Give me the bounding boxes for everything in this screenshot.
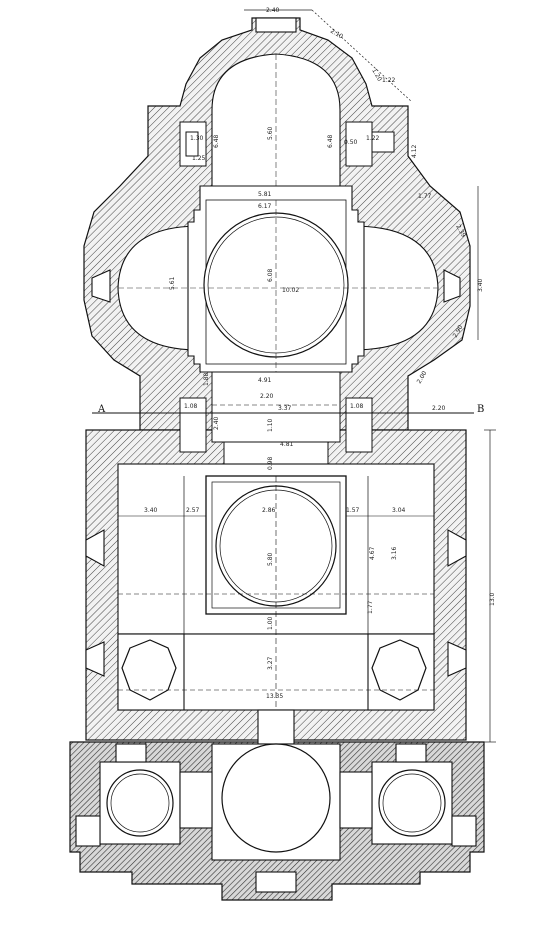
dim-apse-side-left: 6.48 bbox=[213, 134, 220, 148]
dim-right-seg-e: 2.00 bbox=[416, 370, 429, 385]
dim-main-dome: 2.86 bbox=[262, 507, 276, 514]
dim-niche-right: 0.50 bbox=[344, 139, 358, 146]
dim-main-right-b: 3.04 bbox=[392, 507, 406, 514]
dim-main-right: 1.57 bbox=[346, 507, 360, 514]
overall-dimension-line bbox=[244, 9, 496, 743]
dim-lobe-left: 5.61 bbox=[169, 276, 176, 290]
dim-overall-right: 13.0 bbox=[489, 592, 496, 606]
dim-niche-left-a: 1.30 bbox=[190, 135, 204, 142]
dim-main-vert-c: 5.80 bbox=[267, 552, 274, 566]
dim-niche-left-b: 1.25 bbox=[192, 155, 206, 162]
narthex bbox=[75, 743, 477, 893]
section-line: A B bbox=[92, 404, 484, 415]
dim-right-seg-a: 1.77 bbox=[418, 193, 432, 200]
dim-square1-inner: 6.17 bbox=[258, 203, 272, 210]
dim-main-left-b: 2.57 bbox=[186, 507, 200, 514]
dim-square1-top: 5.81 bbox=[258, 191, 272, 198]
dim-main-low-c: 3.27 bbox=[267, 656, 274, 670]
section-label-b: B bbox=[477, 404, 484, 415]
dim-main-left: 3.40 bbox=[144, 507, 158, 514]
dim-main-vert-r2: 3.16 bbox=[391, 546, 398, 560]
dim-apse-width: 2.40 bbox=[266, 7, 280, 14]
dim-bridge-left: 1.88 bbox=[203, 372, 210, 386]
apse-interior bbox=[211, 17, 341, 187]
dim-main-low-r: 1.77 bbox=[367, 600, 374, 614]
dim-bridge-b: 2.20 bbox=[260, 393, 274, 400]
dim-niche-right-b: 1.22 bbox=[366, 135, 380, 142]
dim-main-low: 1.00 bbox=[267, 616, 274, 630]
dim-bridge-vert2: 1.10 bbox=[267, 418, 274, 432]
dim-main-mid: 0.98 bbox=[267, 456, 274, 470]
dim-dome1-vertical: 6.08 bbox=[267, 268, 274, 282]
dim-apse-depth: 5.60 bbox=[267, 126, 274, 140]
dim-right-low: 2.20 bbox=[432, 405, 446, 412]
dim-apse-right-side: 4.12 bbox=[411, 144, 418, 158]
apse-side-niches bbox=[179, 121, 395, 167]
dim-bridge-a: 4.91 bbox=[258, 377, 272, 384]
dim-right-seg-c: 3.40 bbox=[477, 278, 484, 292]
dim-main-vert-r: 4.67 bbox=[369, 546, 376, 560]
main-nave bbox=[85, 463, 467, 745]
dim-dome1-diam: 10.02 bbox=[282, 287, 299, 294]
dim-main-bottom: 13.35 bbox=[266, 693, 283, 700]
dim-bridge-vert: 2.40 bbox=[213, 416, 220, 430]
dim-bridge-inner: 3.37 bbox=[278, 405, 292, 412]
dim-main-top: 4.81 bbox=[280, 441, 294, 448]
dim-apse-right-offset: 1.22 bbox=[382, 77, 396, 84]
dim-bridge-side-l: 1.08 bbox=[184, 403, 198, 410]
dim-apse-side-right: 6.48 bbox=[327, 134, 334, 148]
east-dome-bay bbox=[91, 185, 461, 373]
section-label-a: A bbox=[97, 404, 106, 415]
dim-bridge-side-r: 1.08 bbox=[350, 403, 364, 410]
dim-apse-top-right: 2.10 bbox=[329, 28, 344, 41]
